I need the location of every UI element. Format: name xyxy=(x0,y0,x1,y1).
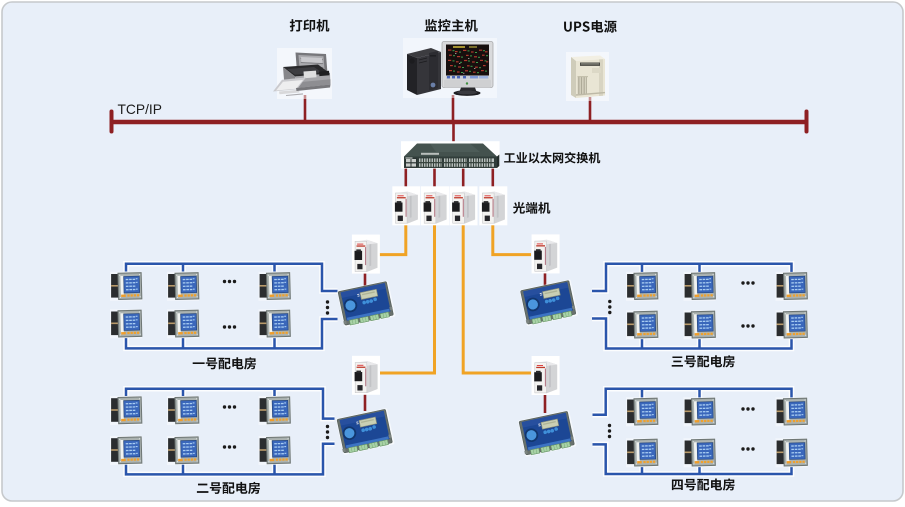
svg-text:TCP/IP: TCP/IP xyxy=(118,102,162,117)
